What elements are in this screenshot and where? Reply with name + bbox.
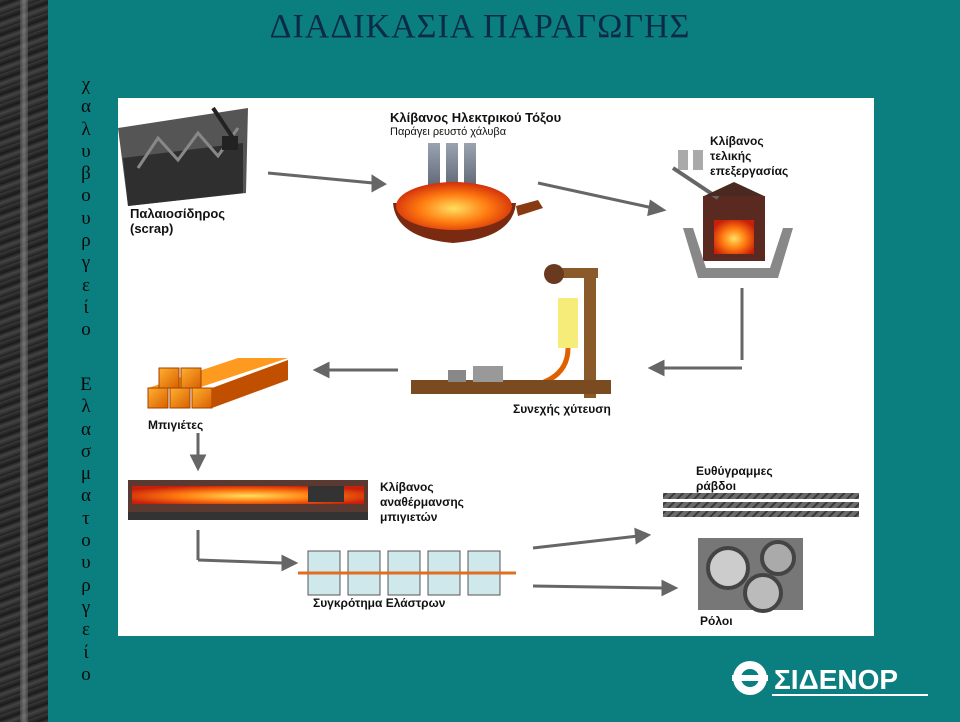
vertical-letter: α [81, 485, 91, 507]
vertical-letter: υ [81, 140, 91, 162]
flow-arrows [189, 171, 744, 597]
scrap-label-line: Παλαιοσίδηρος [130, 206, 226, 221]
continuous-casting-label: Συνεχής χύτευση [513, 402, 611, 416]
vertical-letter: ί [83, 296, 89, 318]
ladle-label-line: Κλίβανος [710, 134, 764, 148]
page-title: ΔΙΑΔΙΚΑΣΙΑ ΠΑΡΑΓΩΓΗΣ [269, 8, 691, 45]
rolling-mill-label: Συγκρότημα Ελάστρων [313, 596, 446, 610]
bars-label-line: ράβδοι [696, 479, 737, 493]
vertical-letter: ί [83, 641, 89, 663]
reheat-label-line: μπιγιετών [380, 510, 438, 524]
eaf-label: Κλίβανος Ηλεκτρικού Τόξου Παράγει ρευστό… [390, 110, 561, 140]
vertical-letter: γ [81, 252, 91, 274]
sidenor-logo-text: ΣΙΔΕΝΟΡ [774, 664, 898, 695]
sidenor-logo: ΣΙΔΕΝΟΡ [730, 658, 930, 698]
bars-label-line: Ευθύγραμμες [696, 464, 773, 478]
vertical-letter: γ [81, 596, 91, 618]
vertical-letter: ο [81, 663, 91, 685]
eaf-label-title: Κλίβανος Ηλεκτρικού Τόξου [390, 110, 562, 125]
vertical-letter: Ε [80, 374, 92, 395]
vertical-letter: ρ [81, 574, 91, 596]
vertical-letter: λ [81, 118, 91, 140]
reheating-furnace-label: Κλίβανος αναθέρμανσης μπιγιετών [380, 480, 464, 525]
reheating-furnace-illustration [128, 480, 368, 520]
rebar-decoration [0, 0, 48, 722]
vertical-letter: ο [81, 319, 91, 341]
vertical-letter: λ [81, 396, 91, 418]
scrap-label: Παλαιοσίδηρος (scrap) [130, 206, 225, 236]
reheat-label-line: αναθέρμανσης [380, 495, 464, 509]
eaf-label-subtitle: Παράγει ρευστό χάλυβα [390, 126, 507, 138]
vertical-letter: ο [81, 185, 91, 207]
vertical-letter: ο [81, 530, 91, 552]
process-illustrations [118, 106, 859, 613]
coils-illustration [698, 538, 803, 613]
reheat-label-line: Κλίβανος [380, 480, 434, 494]
billets-label: Μπιγιέτες [148, 418, 204, 432]
process-diagram: Παλαιοσίδηρος (scrap) Κλίβανος Ηλεκτρικο… [118, 98, 874, 636]
rolling-mill-illustration [298, 550, 516, 596]
vertical-letter: χ [81, 74, 91, 95]
billets-illustration [147, 358, 288, 409]
ladle-furnace-illustration [671, 150, 793, 278]
electric-arc-furnace-illustration [393, 143, 543, 243]
straight-bars-label: Ευθύγραμμες ράβδοι [696, 464, 773, 494]
vertical-letter: β [81, 163, 91, 185]
scrap-illustration [118, 106, 248, 206]
ladle-label-line: τελικής [710, 149, 752, 163]
ladle-label-line: επεξεργασίας [710, 164, 789, 178]
scrap-label-line: (scrap) [130, 221, 174, 236]
vertical-letter: α [81, 418, 91, 440]
vertical-letter: α [81, 96, 91, 118]
vertical-letter: μ [80, 463, 92, 485]
sidenor-logo-mark: ΣΙΔΕΝΟΡ [732, 661, 928, 696]
vertical-letter: υ [81, 552, 91, 574]
straight-bars-illustration [663, 493, 859, 517]
vertical-letter: ε [82, 274, 90, 296]
vertical-letter: ρ [81, 230, 91, 252]
vertical-letter: ε [82, 619, 90, 641]
vertical-letter: υ [81, 207, 91, 229]
ladle-furnace-label: Κλίβανος τελικής επεξεργασίας [710, 134, 788, 179]
vertical-letter: σ [80, 440, 92, 462]
vertical-letter: τ [82, 507, 90, 529]
coils-label: Ρόλοι [700, 614, 733, 628]
continuous-caster-illustration [411, 264, 611, 398]
